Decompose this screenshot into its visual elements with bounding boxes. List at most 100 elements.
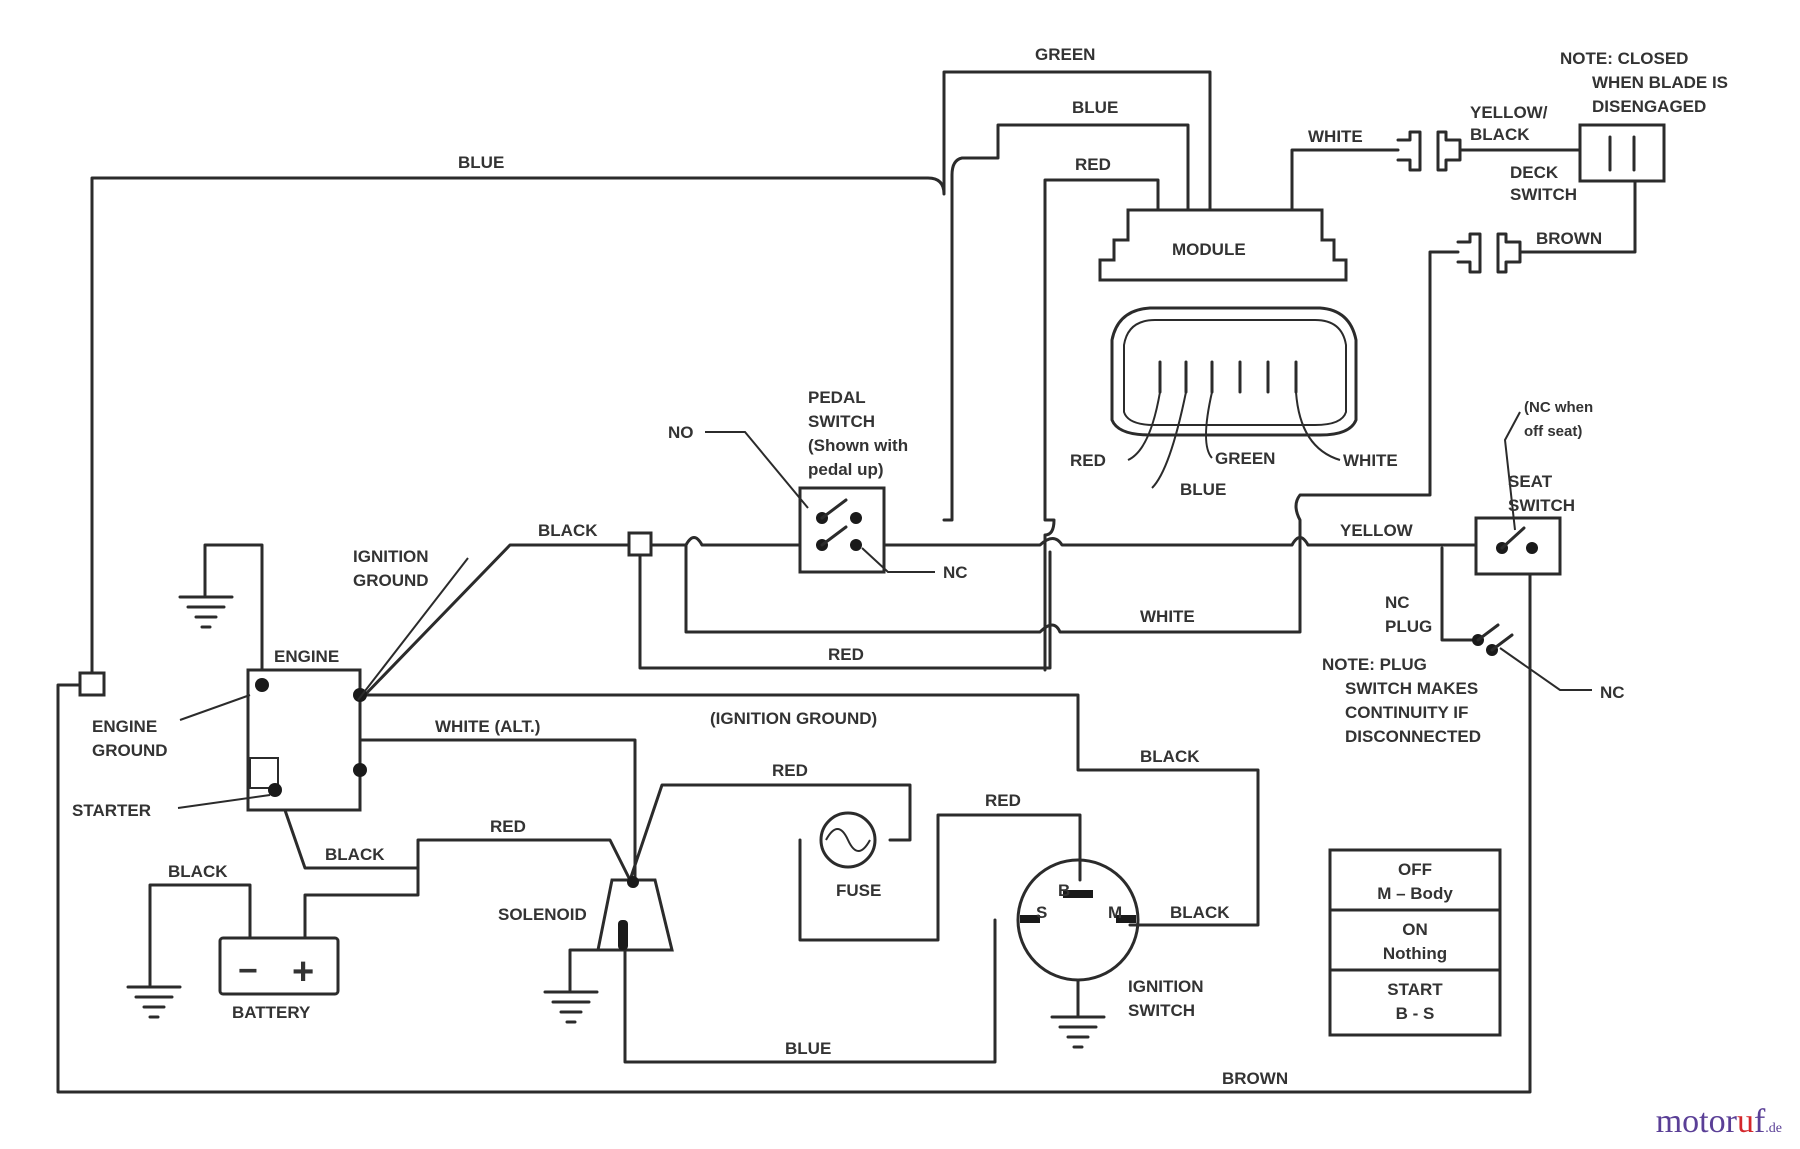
label-term-s: S — [1036, 903, 1047, 922]
label-brown-deck: BROWN — [1536, 229, 1602, 248]
ignition-switch — [1016, 858, 1140, 982]
battery-plus-sign: + — [292, 951, 314, 993]
label-deck-switch-2: SWITCH — [1510, 185, 1577, 204]
label-connector-red: RED — [1070, 451, 1106, 470]
label-black-right: BLACK — [1140, 747, 1200, 766]
label-engine-ground-1: ENGINE — [92, 717, 157, 736]
label-green-top: GREEN — [1035, 45, 1095, 64]
ground-symbol-ignition — [1050, 1015, 1106, 1049]
wire-deck-to-seat — [1294, 250, 1460, 550]
table-state-2: START — [1387, 980, 1443, 999]
solenoid — [596, 876, 674, 952]
table-circuit-0: M – Body — [1377, 884, 1453, 903]
label-red-fuse: RED — [772, 761, 808, 780]
wire-ignition-ground — [358, 693, 1260, 927]
blue-junction — [78, 671, 106, 697]
wire-brown-bottom — [56, 546, 1532, 1094]
deck-connector-top — [1396, 130, 1462, 172]
label-yellow-black-2: BLACK — [1470, 125, 1530, 144]
label-deck-switch-1: DECK — [1510, 163, 1559, 182]
label-ignition-ground-2: GROUND — [353, 571, 429, 590]
junction-block — [627, 531, 653, 557]
label-plug-note-3: CONTINUITY IF — [1345, 703, 1468, 722]
label-nc-plug: NC — [1600, 683, 1625, 702]
module-body — [1098, 208, 1348, 282]
table-circuit-1: Nothing — [1383, 944, 1447, 963]
label-engine: ENGINE — [274, 647, 339, 666]
wire-blue-module — [942, 123, 1190, 522]
label-no: NO — [668, 423, 694, 442]
table-state-0: OFF — [1398, 860, 1432, 879]
label-ignition-switch-2: SWITCH — [1128, 1001, 1195, 1020]
label-plug-note-1: NOTE: PLUG — [1322, 655, 1427, 674]
label-nc-plug-1: NC — [1385, 593, 1410, 612]
label-pedal-switch-1: PEDAL — [808, 388, 866, 407]
label-black-mid: BLACK — [538, 521, 598, 540]
label-blue-top: BLUE — [458, 153, 504, 172]
label-engine-ground-2: GROUND — [92, 741, 168, 760]
label-nc-pedal: NC — [943, 563, 968, 582]
label-nc-plug-2: PLUG — [1385, 617, 1432, 636]
label-blue-bottom: BLUE — [785, 1039, 831, 1058]
watermark-logo: motoruf.de — [1655, 1103, 1782, 1140]
label-black-starter: BLACK — [325, 845, 385, 864]
label-yellow-black-1: YELLOW/ — [1470, 103, 1548, 122]
deck-switch — [1578, 123, 1666, 183]
ignition-ground-leader — [357, 557, 469, 701]
wire-blue-bottom — [623, 918, 997, 1064]
label-seat-nc-1: (NC when — [1524, 399, 1593, 416]
ground-symbol-top — [178, 595, 234, 629]
label-connector-white: WHITE — [1343, 451, 1398, 470]
battery — [218, 936, 340, 996]
label-blue-module: BLUE — [1072, 98, 1118, 117]
wire-brown-deck — [1518, 173, 1637, 254]
label-seat-switch-2: SWITCH — [1508, 496, 1575, 515]
label-brown-bottom: BROWN — [1222, 1069, 1288, 1088]
seat-switch — [1474, 516, 1562, 576]
label-black-battery: BLACK — [168, 862, 228, 881]
label-term-b: B — [1058, 881, 1070, 900]
pedal-no-leader — [705, 431, 809, 509]
battery-minus-sign: − — [238, 952, 258, 990]
wire-black-battery — [148, 883, 252, 987]
wire-solenoid-ground — [568, 948, 607, 992]
label-red-mid: RED — [828, 645, 864, 664]
label-ignition-switch-1: IGNITION — [1128, 977, 1204, 996]
wire-fuse-loop — [798, 813, 1082, 942]
label-white-alt: WHITE (ALT.) — [435, 717, 540, 736]
label-white-deck: WHITE — [1308, 127, 1363, 146]
fuse — [819, 811, 877, 869]
label-deck-note-2: WHEN BLADE IS — [1592, 73, 1728, 92]
wire-black-mid — [358, 543, 642, 702]
engine-ground-leader — [179, 694, 251, 721]
label-deck-note-1: NOTE: CLOSED — [1560, 49, 1688, 68]
label-plug-note-4: DISCONNECTED — [1345, 727, 1481, 746]
table-circuit-2: B - S — [1396, 1004, 1435, 1023]
label-ignition-ground-note: (IGNITION GROUND) — [710, 709, 877, 728]
wire-white-alt — [358, 738, 637, 882]
seat-nc-leader — [1503, 411, 1521, 531]
label-pedal-switch-3: (Shown with — [808, 436, 908, 455]
wire-black-starter — [276, 788, 420, 870]
label-red-switch: RED — [985, 791, 1021, 810]
label-red-solenoid: RED — [490, 817, 526, 836]
label-plug-note-2: SWITCH MAKES — [1345, 679, 1478, 698]
label-red-module: RED — [1075, 155, 1111, 174]
pedal-switch — [798, 486, 886, 574]
label-solenoid: SOLENOID — [498, 905, 587, 924]
wire-white-mid — [684, 543, 1302, 634]
label-seat-switch-1: SEAT — [1508, 472, 1553, 491]
ground-symbol-solenoid — [543, 990, 599, 1024]
wire-yellow-mid — [650, 536, 1492, 562]
wire-red-fuse — [628, 783, 912, 882]
label-deck-note-3: DISENGAGED — [1592, 97, 1706, 116]
plug-nc-leader — [1499, 647, 1592, 691]
wire-blue-top — [90, 70, 1212, 687]
wire-red-mid — [638, 543, 1052, 670]
wire-ground-top — [203, 543, 264, 672]
label-white-mid: WHITE — [1140, 607, 1195, 626]
label-ignition-ground-1: IGNITION — [353, 547, 429, 566]
label-module: MODULE — [1172, 240, 1246, 259]
deck-connector-bottom — [1456, 232, 1522, 274]
